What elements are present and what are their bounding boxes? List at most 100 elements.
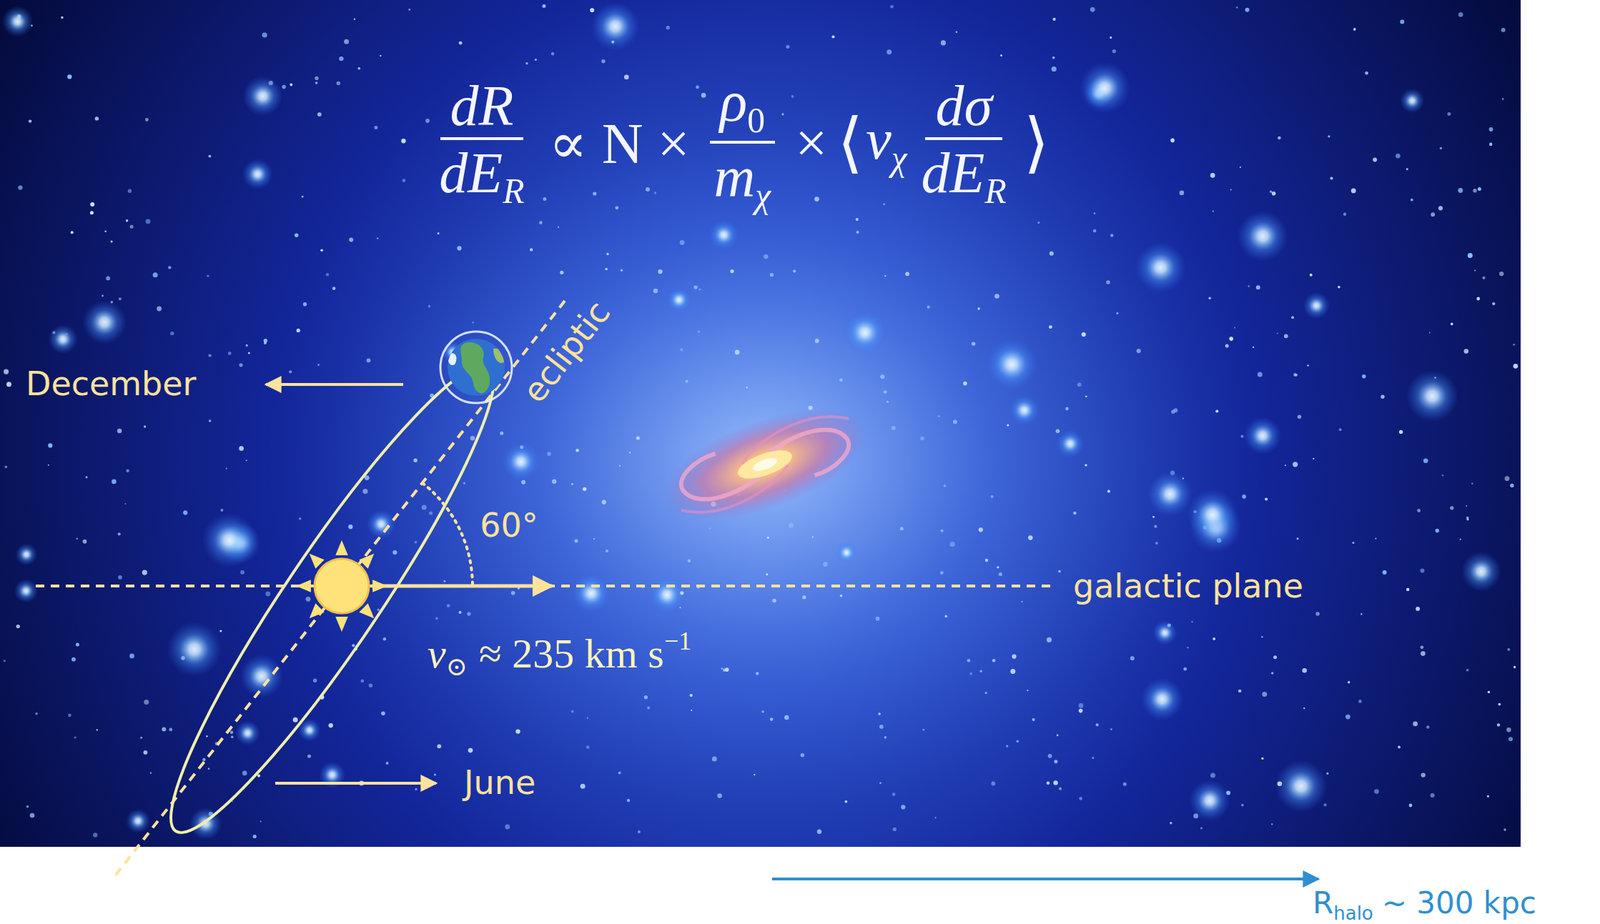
star <box>168 265 171 269</box>
star <box>937 415 941 418</box>
glowing-star <box>1135 242 1187 294</box>
star <box>421 504 427 510</box>
star <box>230 736 234 740</box>
star <box>1421 772 1426 778</box>
star <box>785 45 790 49</box>
star <box>900 526 904 531</box>
star <box>117 428 122 434</box>
star <box>1489 127 1494 132</box>
star <box>1513 666 1516 669</box>
glowing-star <box>125 809 151 834</box>
star <box>156 306 162 312</box>
star <box>152 272 158 278</box>
star <box>1212 637 1216 641</box>
star <box>436 744 442 749</box>
formula-symbol: ∝ N × <box>549 110 690 177</box>
star <box>1293 373 1297 377</box>
star <box>1395 153 1401 159</box>
glowing-star <box>1303 292 1331 320</box>
star <box>208 155 212 158</box>
star <box>817 830 822 835</box>
star <box>697 331 701 334</box>
denominator: dER <box>911 140 1017 211</box>
star <box>1489 142 1493 147</box>
star <box>238 363 243 367</box>
star <box>769 717 774 722</box>
star <box>435 616 439 620</box>
star <box>1382 570 1387 575</box>
glowing-star <box>48 324 78 354</box>
star <box>886 401 889 404</box>
angle-label: 60° <box>479 506 539 545</box>
star <box>125 469 129 473</box>
star <box>717 793 723 799</box>
spiral-arm <box>734 406 851 464</box>
star <box>1053 759 1058 764</box>
star <box>428 305 432 309</box>
december-arrow <box>265 383 404 387</box>
star <box>619 465 621 467</box>
star <box>298 517 301 520</box>
star <box>515 729 520 734</box>
star <box>1269 190 1273 194</box>
star <box>886 49 892 55</box>
star <box>225 468 228 470</box>
star <box>772 599 777 604</box>
star <box>877 712 881 715</box>
star <box>1256 285 1261 290</box>
star <box>709 527 711 530</box>
star <box>1051 66 1057 72</box>
halo-glow <box>321 128 1209 801</box>
star <box>408 8 411 11</box>
star <box>892 792 896 797</box>
star <box>559 270 564 275</box>
star <box>701 92 707 98</box>
star <box>802 595 806 600</box>
star <box>690 709 693 712</box>
glowing-star <box>1078 62 1131 114</box>
star <box>574 539 579 544</box>
star <box>1058 787 1062 791</box>
star <box>541 4 546 8</box>
glowing-star <box>1399 88 1425 113</box>
star <box>814 196 820 202</box>
star <box>1429 331 1431 334</box>
star <box>67 74 72 79</box>
star <box>358 67 362 71</box>
star <box>1233 326 1236 329</box>
star <box>1078 797 1083 801</box>
star <box>1482 276 1485 280</box>
star <box>629 451 631 454</box>
star <box>368 684 373 688</box>
star <box>1507 648 1510 652</box>
star <box>1276 332 1279 334</box>
star <box>1110 233 1114 237</box>
fraction: dRdER <box>428 75 535 211</box>
star <box>1049 251 1054 256</box>
star <box>856 230 860 234</box>
star <box>92 832 98 838</box>
star <box>206 274 209 277</box>
star <box>784 715 789 720</box>
star <box>551 479 557 485</box>
star <box>293 717 299 723</box>
star <box>551 52 555 56</box>
star <box>1183 667 1187 672</box>
star <box>1430 212 1435 217</box>
star <box>1037 221 1040 224</box>
star <box>1084 463 1087 467</box>
star <box>1257 372 1263 378</box>
star <box>1170 138 1175 143</box>
glowing-star <box>1055 429 1085 459</box>
star <box>161 727 166 732</box>
star <box>940 571 944 575</box>
star <box>1472 188 1478 194</box>
star <box>812 536 814 539</box>
star <box>879 782 882 785</box>
star <box>601 59 605 63</box>
star <box>985 692 988 695</box>
star <box>1112 49 1116 53</box>
star <box>1399 430 1403 434</box>
star <box>1449 506 1454 510</box>
star <box>1458 12 1464 18</box>
